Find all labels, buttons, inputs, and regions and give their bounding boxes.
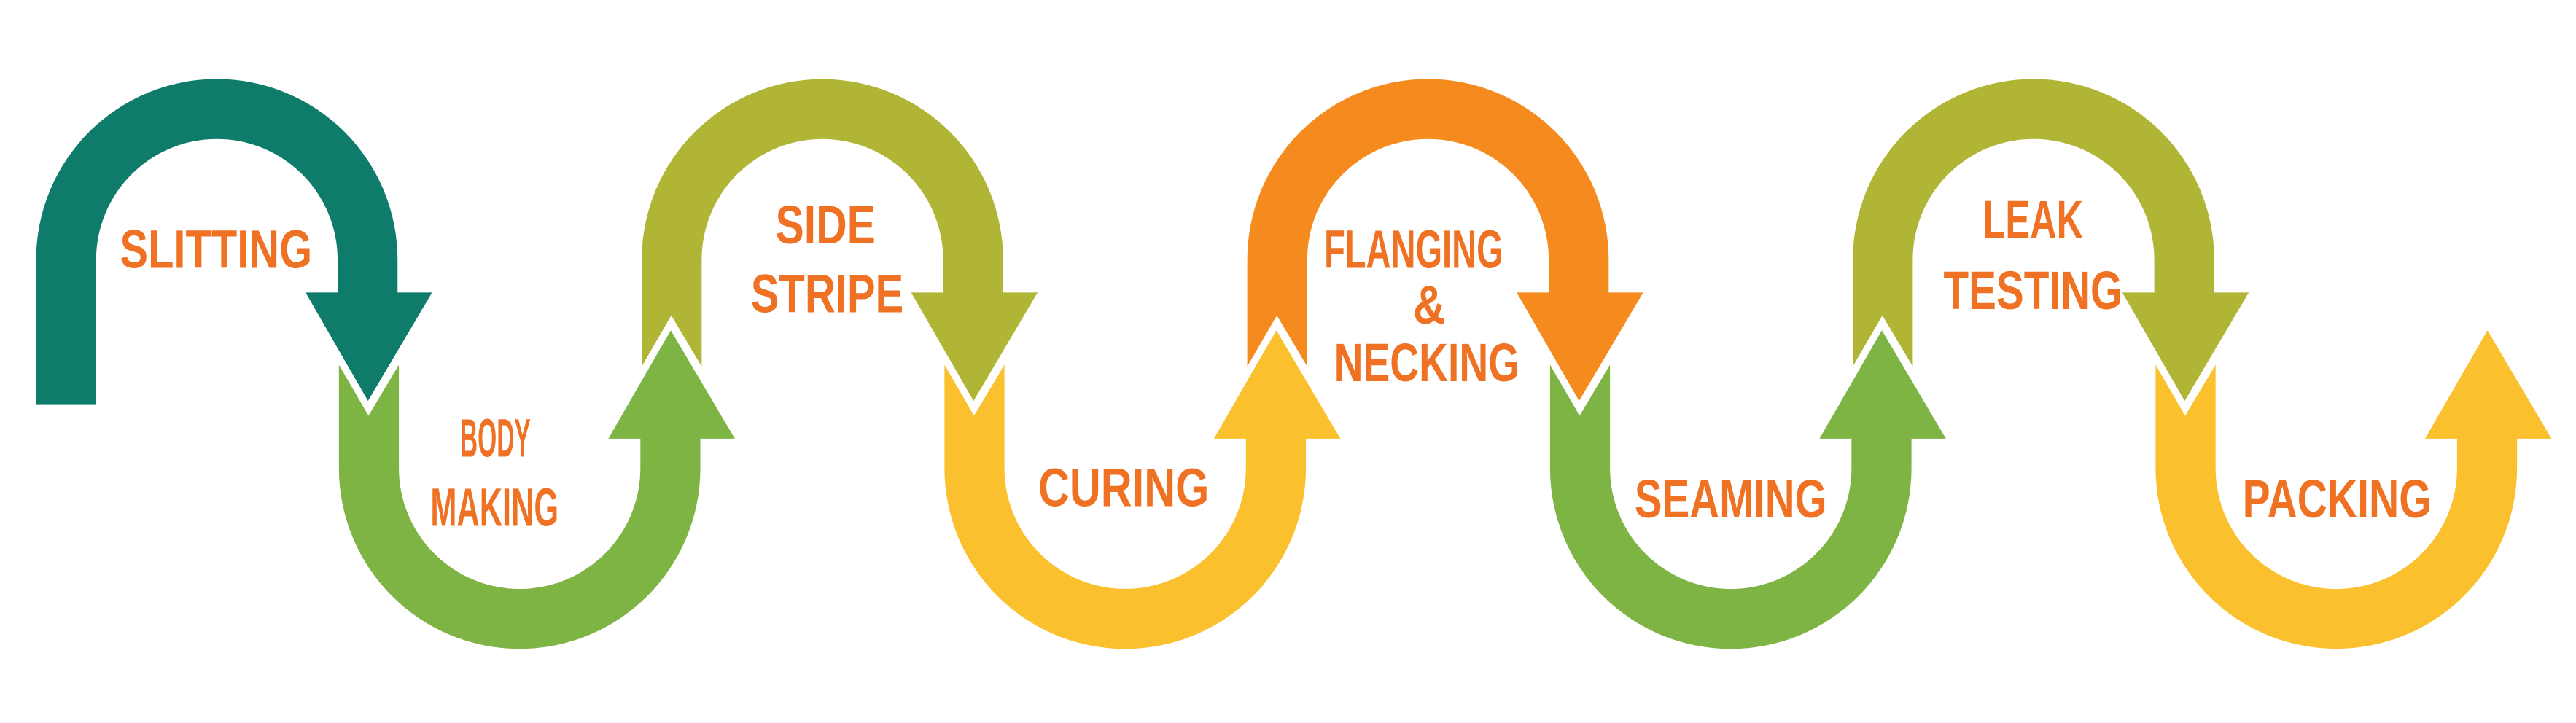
step-label-testing: TESTING: [1944, 260, 2123, 321]
step-arrow-packing: [2155, 330, 2552, 649]
step-label-stripe: STRIPE: [751, 263, 904, 324]
step-label-necking: NECKING: [1334, 332, 1520, 393]
step-label-packing: PACKING: [2243, 469, 2432, 529]
step-arrow-flanging-necking: [1247, 79, 1643, 402]
step-arrow-side-stripe: [642, 79, 1038, 402]
step-label-seaming: SEAMING: [1635, 469, 1827, 529]
step-label-side: SIDE: [776, 195, 876, 255]
step-label-leak: LEAK: [1983, 189, 2083, 250]
step-label-curing: CURING: [1038, 457, 1209, 517]
step-label-slitting: SLITTING: [120, 219, 312, 280]
step-arrow-slitting: [36, 79, 432, 405]
step-label-making: MAKING: [430, 477, 559, 537]
step-label-flanging: FLANGING: [1324, 219, 1503, 280]
step-arrow-curing: [944, 330, 1341, 649]
step-arrow-leak-testing: [1853, 79, 2249, 402]
step-arrow-body-making: [338, 330, 735, 649]
arrow-shapes: [36, 79, 2552, 649]
step-label-ampersand: &: [1413, 275, 1446, 335]
step-arrow-seaming: [1549, 330, 1946, 649]
step-label-body: BODY: [460, 408, 531, 469]
step-labels: SLITTING BODY MAKING SIDE STRIPE CURING …: [120, 189, 2431, 537]
